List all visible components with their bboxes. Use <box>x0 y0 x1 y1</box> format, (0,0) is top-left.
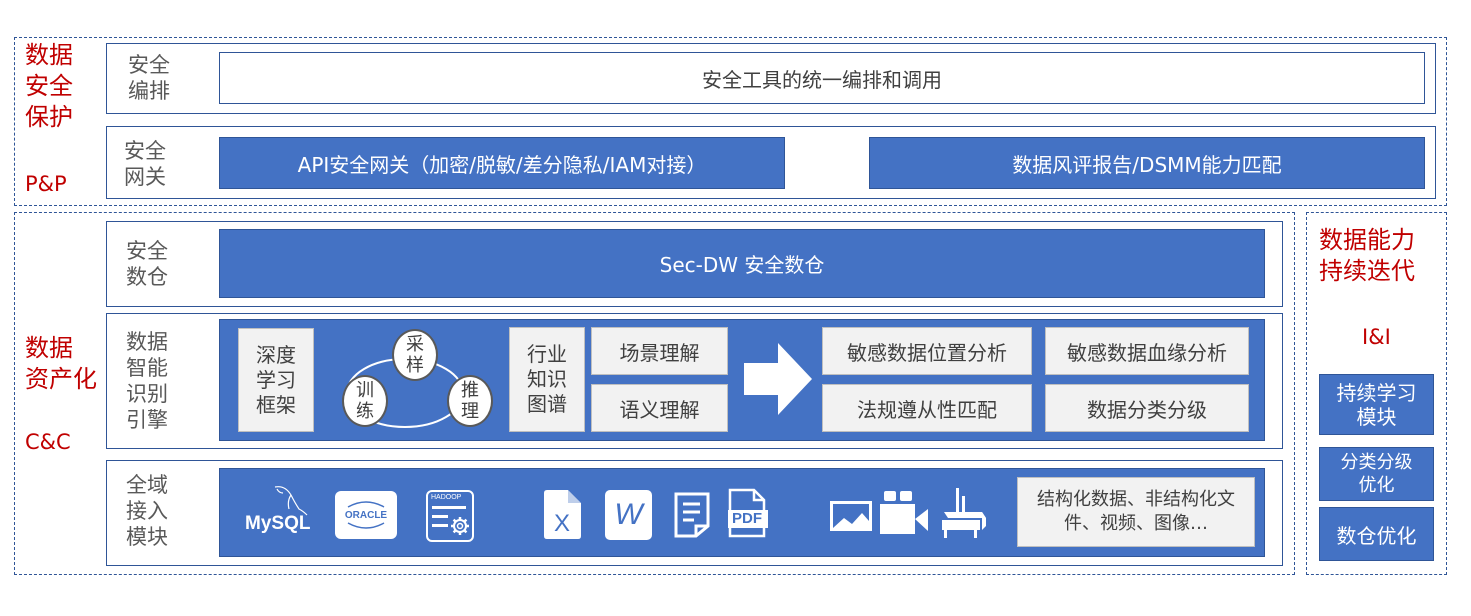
section-cc-title: 数据 资产化 <box>25 334 97 393</box>
data-types-description-box: 结构化数据、非结构化文 件、视频、图像… <box>1017 477 1255 547</box>
continuous-learning-module[interactable]: 持续学习 模块 <box>1319 374 1434 435</box>
classification-optimization-module[interactable]: 分类分级 优化 <box>1319 447 1434 501</box>
pdf-icon: PDF <box>728 488 770 540</box>
sec-dw-box[interactable]: Sec-DW 安全数仓 <box>219 229 1265 298</box>
row-security-gateway-label: 安全 网关 <box>124 139 166 189</box>
semantic-understanding-box[interactable]: 语义理解 <box>591 384 728 432</box>
mysql-icon: MySQL <box>245 485 315 540</box>
unified-orchestration-box[interactable]: 安全工具的统一编排和调用 <box>219 52 1425 104</box>
scanner-device-icon <box>942 488 986 538</box>
sensitive-lineage-analysis-box[interactable]: 敏感数据血缘分析 <box>1045 327 1249 375</box>
sensitive-location-analysis-box[interactable]: 敏感数据位置分析 <box>822 327 1032 375</box>
cycle-training[interactable]: 训 练 <box>342 375 388 427</box>
hadoop-icon: HADOOP <box>426 490 474 542</box>
api-security-gateway-box[interactable]: API安全网关（加密/脱敏/差分隐私/IAM对接） <box>219 137 785 189</box>
row-ingest-module-label: 全域 接入 模块 <box>126 473 168 549</box>
warehouse-optimization-module[interactable]: 数仓优化 <box>1319 507 1434 561</box>
mysql-label: MySQL <box>245 513 311 534</box>
data-classification-box[interactable]: 数据分类分级 <box>1045 384 1249 432</box>
sec-dw-text: Sec-DW 安全数仓 <box>659 253 825 277</box>
video-camera-icon <box>880 491 928 534</box>
row-security-orchestration-label: 安全 编排 <box>128 53 170 103</box>
unified-orchestration-text: 安全工具的统一编排和调用 <box>702 67 942 92</box>
cycle-sampling[interactable]: 采 样 <box>392 329 438 381</box>
section-ii-abbr: I&I <box>1362 325 1391 349</box>
excel-icon: X <box>544 490 581 539</box>
risk-assessment-box[interactable]: 数据风评报告/DSMM能力匹配 <box>869 137 1425 189</box>
pdf-label: PDF <box>732 510 762 527</box>
section-data-security-protection <box>14 37 1447 206</box>
section-ii-title: 数据能力 持续迭代 <box>1319 226 1415 285</box>
deep-learning-framework-box[interactable]: 深度 学习 框架 <box>238 328 314 432</box>
hadoop-label: HADOOP <box>431 494 462 501</box>
section-pp-abbr: P&P <box>25 172 67 196</box>
oracle-icon: ORACLE <box>335 491 397 539</box>
word-label: W <box>614 498 643 531</box>
cycle-inference[interactable]: 推 理 <box>447 375 493 427</box>
oracle-label: ORACLE <box>344 509 388 521</box>
word-icon: W <box>605 490 652 540</box>
section-cc-abbr: C&C <box>25 430 71 454</box>
document-icon <box>674 492 710 538</box>
row-security-warehouse-label: 安全 数仓 <box>126 239 168 289</box>
image-icon <box>830 501 872 531</box>
section-pp-title: 数据 安全 保护 <box>25 41 73 131</box>
risk-assessment-text: 数据风评报告/DSMM能力匹配 <box>1012 152 1282 177</box>
compliance-matching-box[interactable]: 法规遵从性匹配 <box>822 384 1032 432</box>
section-continuous-iteration <box>1306 212 1447 575</box>
right-arrow-icon <box>744 343 812 415</box>
scene-understanding-box[interactable]: 场景理解 <box>591 327 728 375</box>
excel-label: X <box>554 510 571 537</box>
section-data-assetization <box>14 212 1295 575</box>
industry-knowledge-graph-box[interactable]: 行业 知识 图谱 <box>509 327 585 432</box>
row-intelligent-engine-label: 数据 智能 识别 引擎 <box>126 330 168 432</box>
api-security-gateway-text: API安全网关（加密/脱敏/差分隐私/IAM对接） <box>297 152 707 177</box>
